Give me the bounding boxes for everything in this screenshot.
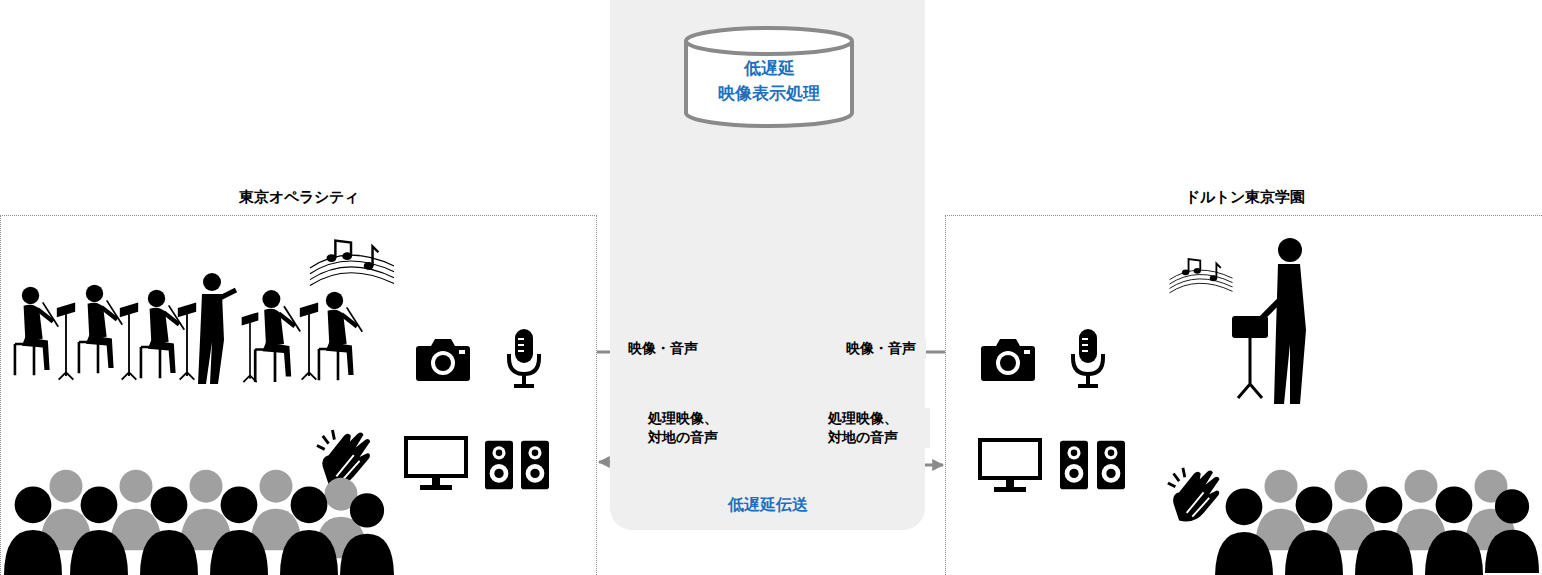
process-cylinder: 低遅延 映像表示処理 [683,26,855,128]
edge-label: 映像・音声 [613,338,713,359]
process-label: 低遅延 映像表示処理 [683,26,855,105]
site-region: ドルトン東京学園 [945,215,1542,575]
band-label: 低遅延伝送 [610,495,925,516]
site-region: 東京オペラシティ [0,215,597,575]
edge-label: 映像・音声 [836,338,926,359]
edge-label: 処理映像、 対地の音声 [826,408,930,448]
drummer [1232,238,1306,404]
site-title: 東京オペラシティ [1,188,596,207]
transmission-band: 低遅延伝送 低遅延 映像表示処理 [610,0,925,530]
edge-label: 処理映像、 対地の音声 [612,408,720,448]
conductor [198,273,236,384]
site-title: ドルトン東京学園 [946,188,1542,207]
